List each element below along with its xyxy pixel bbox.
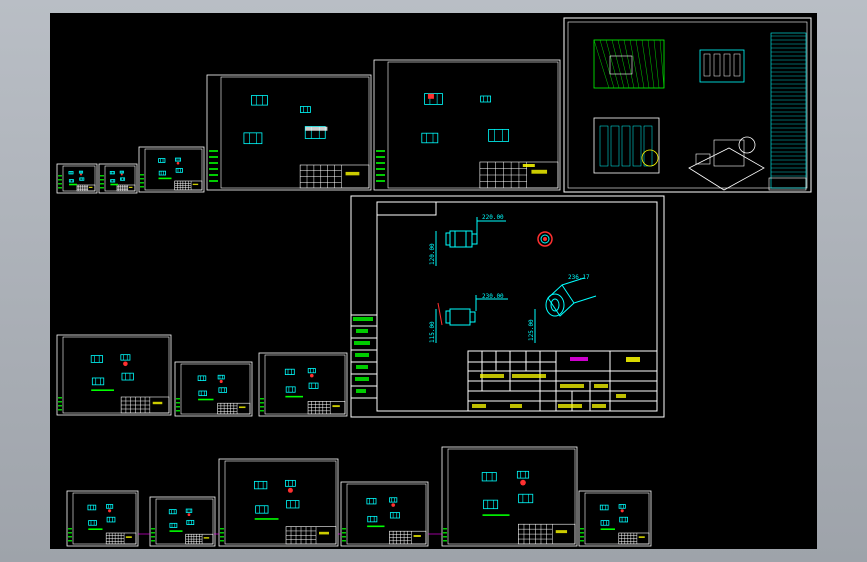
dimension-label: 115.00 bbox=[429, 321, 436, 343]
dimension-label: 230.00 bbox=[482, 293, 504, 300]
revision-strip bbox=[351, 314, 377, 399]
main-detail-sheet: 220.00 120.00 236.17 125.00 bbox=[350, 195, 665, 418]
dimension-label: 125.00 bbox=[528, 319, 535, 341]
drawing-canvas[interactable]: 220.00 120.00 236.17 125.00 bbox=[50, 13, 817, 549]
part-view-3: 236.17 125.00 bbox=[528, 274, 597, 343]
dimension-label: 220.00 bbox=[482, 214, 504, 221]
dimension-label: 236.17 bbox=[568, 274, 590, 281]
part-view-4: 230.00 115.00 bbox=[429, 293, 508, 343]
cad-model-space[interactable]: 220.00 120.00 236.17 125.00 bbox=[50, 13, 817, 549]
part-view-2 bbox=[537, 231, 553, 247]
title-block bbox=[467, 350, 658, 412]
part-view-1: 220.00 120.00 bbox=[429, 214, 506, 266]
dimension-label: 120.00 bbox=[429, 243, 436, 265]
